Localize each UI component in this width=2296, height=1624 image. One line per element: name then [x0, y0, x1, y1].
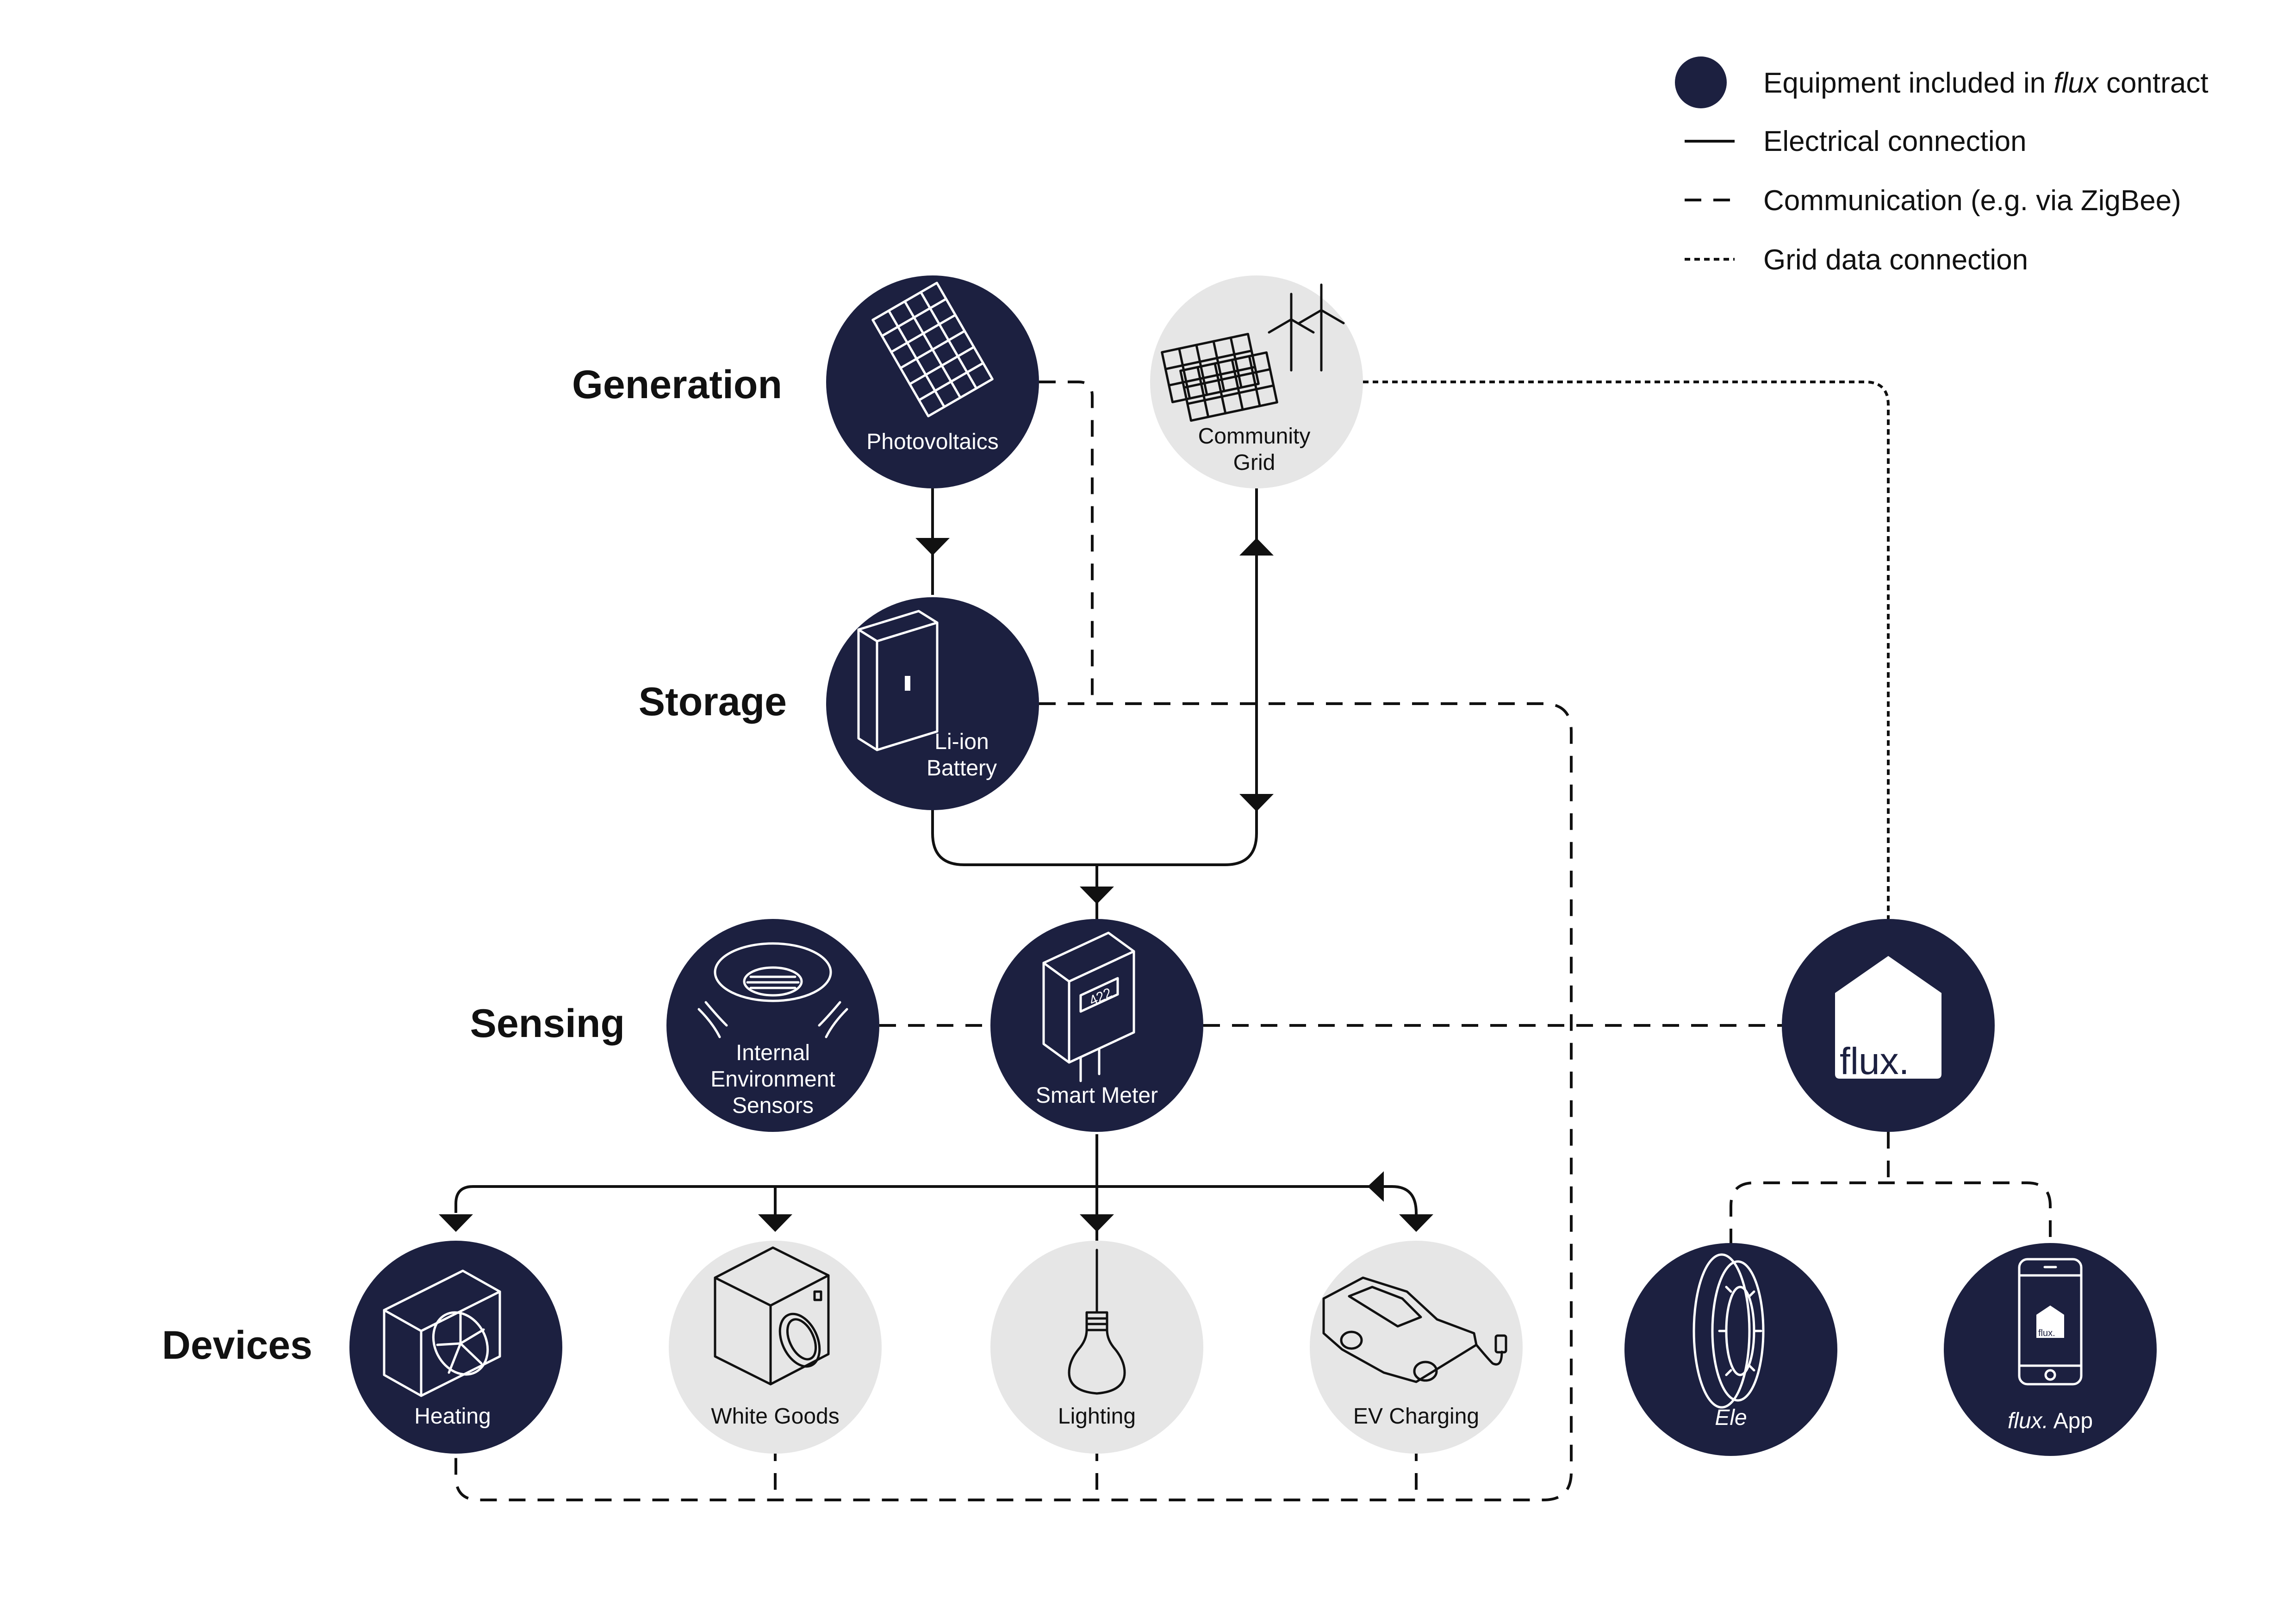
- legend-equipment-swatch: [1675, 56, 1727, 108]
- photovoltaics-label: Photovoltaics: [866, 430, 999, 454]
- arrow-to-heating: [439, 1214, 473, 1232]
- sensors-circle: [666, 919, 879, 1132]
- solar-panels-icon: [1161, 332, 1278, 422]
- arrow-from-ev: [1368, 1171, 1384, 1202]
- sensors-label-3: Sensors: [732, 1093, 814, 1118]
- node-ele: Ele: [1624, 1243, 1837, 1456]
- flux-app-label: flux. App: [2008, 1409, 2093, 1433]
- arrow-pv-to-battery: [915, 538, 950, 556]
- grid-flux-data-line: [1363, 381, 1890, 919]
- ele-device-icon: [1692, 1253, 1765, 1409]
- sensors-label-2: Environment: [710, 1067, 835, 1092]
- solar-panel-icon: [871, 281, 994, 418]
- flux-app-circle: [1944, 1243, 2157, 1456]
- white-goods-label: White Goods: [711, 1404, 839, 1429]
- node-white-goods: White Goods: [669, 1241, 882, 1454]
- arrow-to-lighting: [1080, 1214, 1114, 1232]
- node-sensors: Internal Environment Sensors: [666, 919, 879, 1132]
- legend-grid-data-label: Grid data connection: [1763, 244, 2028, 276]
- node-lighting: Lighting: [990, 1241, 1203, 1454]
- legend-equipment-label: Equipment included in flux contract: [1763, 67, 2209, 99]
- battery-label-1: Li-ion: [934, 730, 989, 754]
- photovoltaics-circle: [826, 275, 1039, 488]
- community-grid-circle: [1150, 275, 1363, 488]
- arrow-to-meter: [1080, 887, 1114, 904]
- sensors-label-1: Internal: [736, 1041, 810, 1065]
- lighting-label: Lighting: [1058, 1404, 1136, 1429]
- row-label-storage: Storage: [639, 680, 787, 724]
- washing-machine-icon: [714, 1246, 830, 1386]
- wind-turbine-icon: [1268, 283, 1345, 372]
- device-bus: [454, 1185, 1392, 1213]
- grid-data-connections: [1363, 381, 1890, 919]
- lighting-circle: [990, 1241, 1203, 1454]
- heating-label: Heating: [414, 1404, 491, 1429]
- heating-circle: [349, 1241, 562, 1454]
- arrows: [439, 538, 1433, 1232]
- battery-circle: [826, 597, 1039, 810]
- node-flux-app: flux. flux. App: [1944, 1243, 2157, 1456]
- pv-comm-line: [1039, 381, 1094, 704]
- community-grid-label-1: Community: [1198, 424, 1311, 449]
- smart-meter-icon: 422: [1042, 931, 1135, 1082]
- ev-bus-curve: [1392, 1185, 1418, 1222]
- ele-label: Ele: [1715, 1405, 1747, 1430]
- node-heating: Heating: [349, 1241, 562, 1454]
- electric-car-icon: [1322, 1276, 1507, 1383]
- row-label-devices: Devices: [162, 1323, 312, 1368]
- ele-circle: [1624, 1243, 1837, 1456]
- node-community-grid: Community Grid: [1150, 275, 1363, 488]
- storage-bus: [931, 808, 1258, 866]
- heat-pump-icon: [383, 1269, 501, 1397]
- legend: Equipment included in flux contract Elec…: [1675, 56, 2209, 276]
- flux-hub-logo: flux.: [1840, 1040, 1909, 1082]
- app-screen-logo: flux.: [2038, 1328, 2055, 1338]
- arrow-to-white-goods: [758, 1214, 792, 1232]
- legend-electrical-label: Electrical connection: [1763, 125, 2027, 157]
- legend-communication-label: Communication (e.g. via ZigBee): [1763, 185, 2181, 217]
- app-house-icon: [2036, 1305, 2064, 1338]
- community-grid-label-2: Grid: [1233, 450, 1276, 475]
- node-ev-charging: EV Charging: [1310, 1241, 1523, 1454]
- battery-label-2: Battery: [927, 756, 997, 781]
- ev-charging-label: EV Charging: [1353, 1404, 1479, 1429]
- smart-meter-label: Smart Meter: [1036, 1083, 1158, 1108]
- flux-house-icon: [1835, 956, 1941, 1079]
- flux-split-comm: [1730, 1181, 2052, 1245]
- arrow-from-grid: [1239, 794, 1274, 812]
- arrow-to-grid: [1239, 538, 1274, 556]
- node-photovoltaics: Photovoltaics: [826, 275, 1039, 488]
- node-smart-meter: 422 Smart Meter: [990, 919, 1203, 1132]
- row-label-sensing: Sensing: [470, 1001, 625, 1046]
- battery-comm-bus: [454, 702, 1573, 1501]
- arrow-to-ev: [1399, 1214, 1433, 1232]
- ev-charging-circle: [1310, 1241, 1523, 1454]
- light-bulb-icon: [1068, 1249, 1126, 1395]
- node-flux-hub: flux.: [1782, 919, 1995, 1132]
- battery-icon: [857, 610, 939, 751]
- sensor-icon: [697, 942, 848, 1038]
- node-battery: Li-ion Battery: [826, 597, 1039, 810]
- row-label-generation: Generation: [572, 362, 782, 407]
- phone-icon: flux.: [2018, 1258, 2083, 1386]
